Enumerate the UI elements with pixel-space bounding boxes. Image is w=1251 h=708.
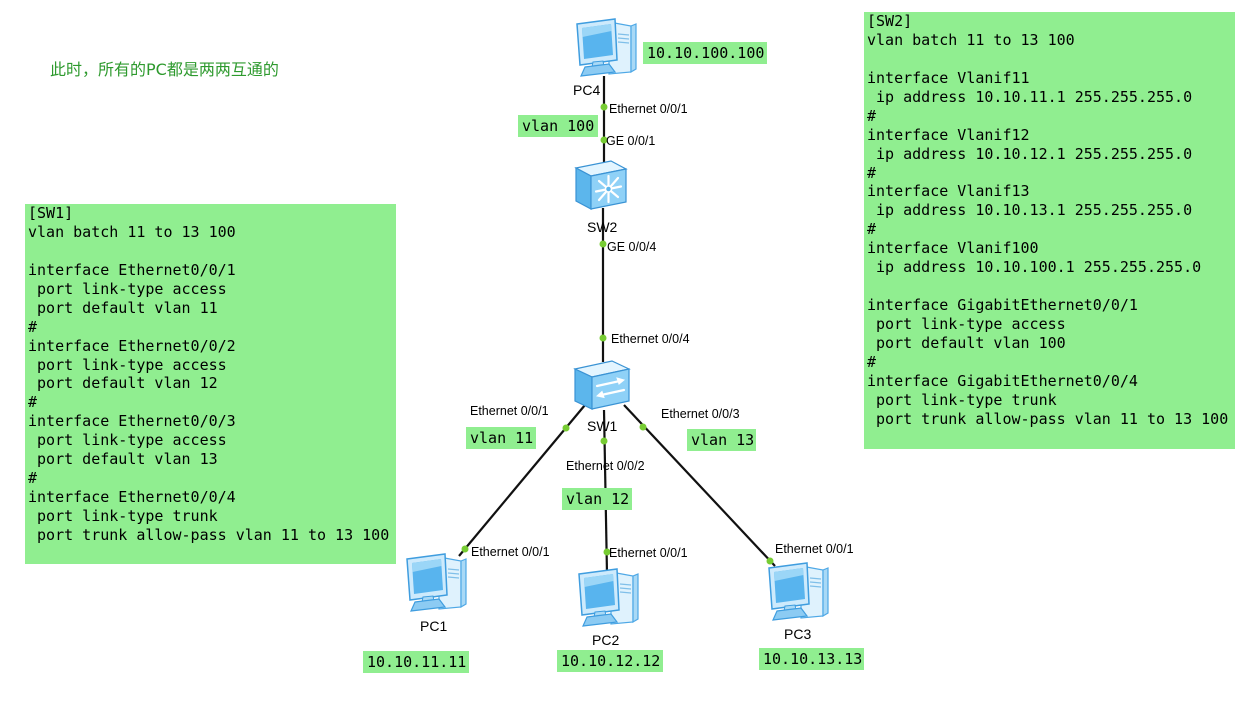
config-line: vlan batch 11 to 13 100: [28, 222, 236, 241]
config-line: ip address 10.10.11.1 255.255.255.0: [867, 87, 1193, 106]
vlan-tag-pc1: vlan 11: [466, 427, 536, 449]
port-label-sw2-ge1: GE 0/0/1: [606, 134, 656, 148]
device-label-sw1: SW1: [587, 418, 618, 434]
config-line: interface Ethernet0/0/3: [28, 412, 236, 431]
note-text: 此时，所有的PC都是两两互通的: [50, 60, 279, 79]
device-label-pc1: PC1: [420, 618, 448, 634]
config-line: vlan batch 11 to 13 100: [867, 30, 1075, 49]
config-line: port link-type access: [867, 315, 1066, 333]
config-line: port default vlan 12: [28, 374, 218, 393]
pc-icon: [576, 18, 637, 77]
port-label-sw1-eth1: Ethernet 0/0/1: [470, 404, 549, 418]
vlan-tag-pc2: vlan 12: [562, 488, 632, 510]
device-label-pc2: PC2: [592, 632, 620, 648]
config-line: port link-type access: [28, 431, 227, 450]
config-line: #: [867, 220, 877, 239]
port-label-sw1-eth2: Ethernet 0/0/2: [566, 459, 645, 473]
config-line: port link-type access: [28, 355, 227, 374]
config-line: port default vlan 100: [867, 333, 1066, 352]
config-line: port trunk allow-pass vlan 11 to 13 100: [28, 525, 390, 544]
config-line: #: [867, 352, 877, 371]
port-label-sw1-eth4: Ethernet 0/0/4: [611, 332, 690, 346]
port-dot-sw1-eth1: [562, 424, 570, 432]
config-line: interface Vlanif13: [867, 182, 1030, 201]
vlan-tag-pc4: vlan 100: [518, 115, 598, 137]
config-line: #: [28, 393, 38, 412]
vlan-tag-pc3: vlan 13: [687, 429, 756, 451]
port-dot-pc3-eth: [766, 557, 774, 565]
config-line: interface GigabitEthernet0/0/1: [867, 296, 1138, 315]
port-dot-sw1-eth3: [639, 423, 647, 431]
port-dot-sw1-eth2: [600, 437, 608, 445]
pc-icon: [768, 562, 829, 621]
config-line: interface Ethernet0/0/4: [28, 488, 236, 507]
config-line: ip address 10.10.13.1 255.255.255.0: [867, 201, 1193, 220]
port-dot-sw2-ge4: [599, 240, 607, 248]
pc-icon: [406, 553, 467, 612]
config-line: interface Ethernet0/0/2: [28, 336, 236, 355]
device-label-pc4: PC4: [573, 82, 601, 98]
config-line: #: [867, 163, 877, 182]
pc-icon: [578, 568, 639, 627]
config-line: ip address 10.10.100.1 255.255.255.0: [867, 258, 1202, 277]
config-line: [SW2]: [867, 12, 913, 30]
config-line: port default vlan 11: [28, 298, 218, 317]
ip-tag-pc1: 10.10.11.11: [363, 651, 469, 673]
device-label-sw2: SW2: [587, 219, 618, 235]
ip-tag-pc4: 10.10.100.100: [643, 42, 767, 64]
config-line: port trunk allow-pass vlan 11 to 13 100: [867, 409, 1229, 428]
config-line: interface Vlanif12: [867, 125, 1030, 144]
config-line: port link-type trunk: [28, 507, 218, 525]
config-line: port default vlan 13: [28, 450, 218, 469]
config-line: #: [28, 469, 38, 488]
port-dot-pc2-eth: [603, 548, 611, 556]
port-label-pc3-eth: Ethernet 0/0/1: [775, 542, 854, 556]
config-line: ip address 10.10.12.1 255.255.255.0: [867, 144, 1193, 163]
config-line: interface Vlanif100: [867, 239, 1039, 258]
core-switch-icon: [574, 159, 628, 211]
port-label-pc2-eth: Ethernet 0/0/1: [609, 546, 688, 560]
port-label-sw1-eth3: Ethernet 0/0/3: [661, 407, 740, 421]
config-line: interface Vlanif11: [867, 68, 1030, 87]
port-dot-pc4-eth: [600, 103, 608, 111]
config-line: [SW1]: [28, 204, 74, 222]
config-line: interface GigabitEthernet0/0/4: [867, 371, 1138, 390]
port-label-sw2-ge4: GE 0/0/4: [607, 240, 657, 254]
device-label-pc3: PC3: [784, 626, 812, 642]
port-label-pc1-eth: Ethernet 0/0/1: [471, 545, 550, 559]
config-line: port link-type access: [28, 279, 227, 298]
switch-icon: [573, 359, 631, 411]
port-dot-sw1-eth4: [599, 334, 607, 342]
config-line: #: [28, 317, 38, 336]
config-line: #: [867, 106, 877, 125]
ip-tag-pc3: 10.10.13.13: [759, 648, 864, 670]
port-dot-pc1-eth: [461, 545, 469, 553]
config-line: interface Ethernet0/0/1: [28, 260, 236, 279]
link-sw1-pc3: [623, 404, 776, 567]
port-dot-sw2-ge1: [600, 136, 608, 144]
sw1-config-box: [SW1] vlan batch 11 to 13 100 interface …: [25, 204, 396, 564]
sw2-config-box: [SW2] vlan batch 11 to 13 100 interface …: [864, 12, 1235, 449]
config-line: port link-type trunk: [867, 390, 1057, 409]
ip-tag-pc2: 10.10.12.12: [557, 650, 663, 672]
port-label-pc4-eth: Ethernet 0/0/1: [609, 102, 688, 116]
